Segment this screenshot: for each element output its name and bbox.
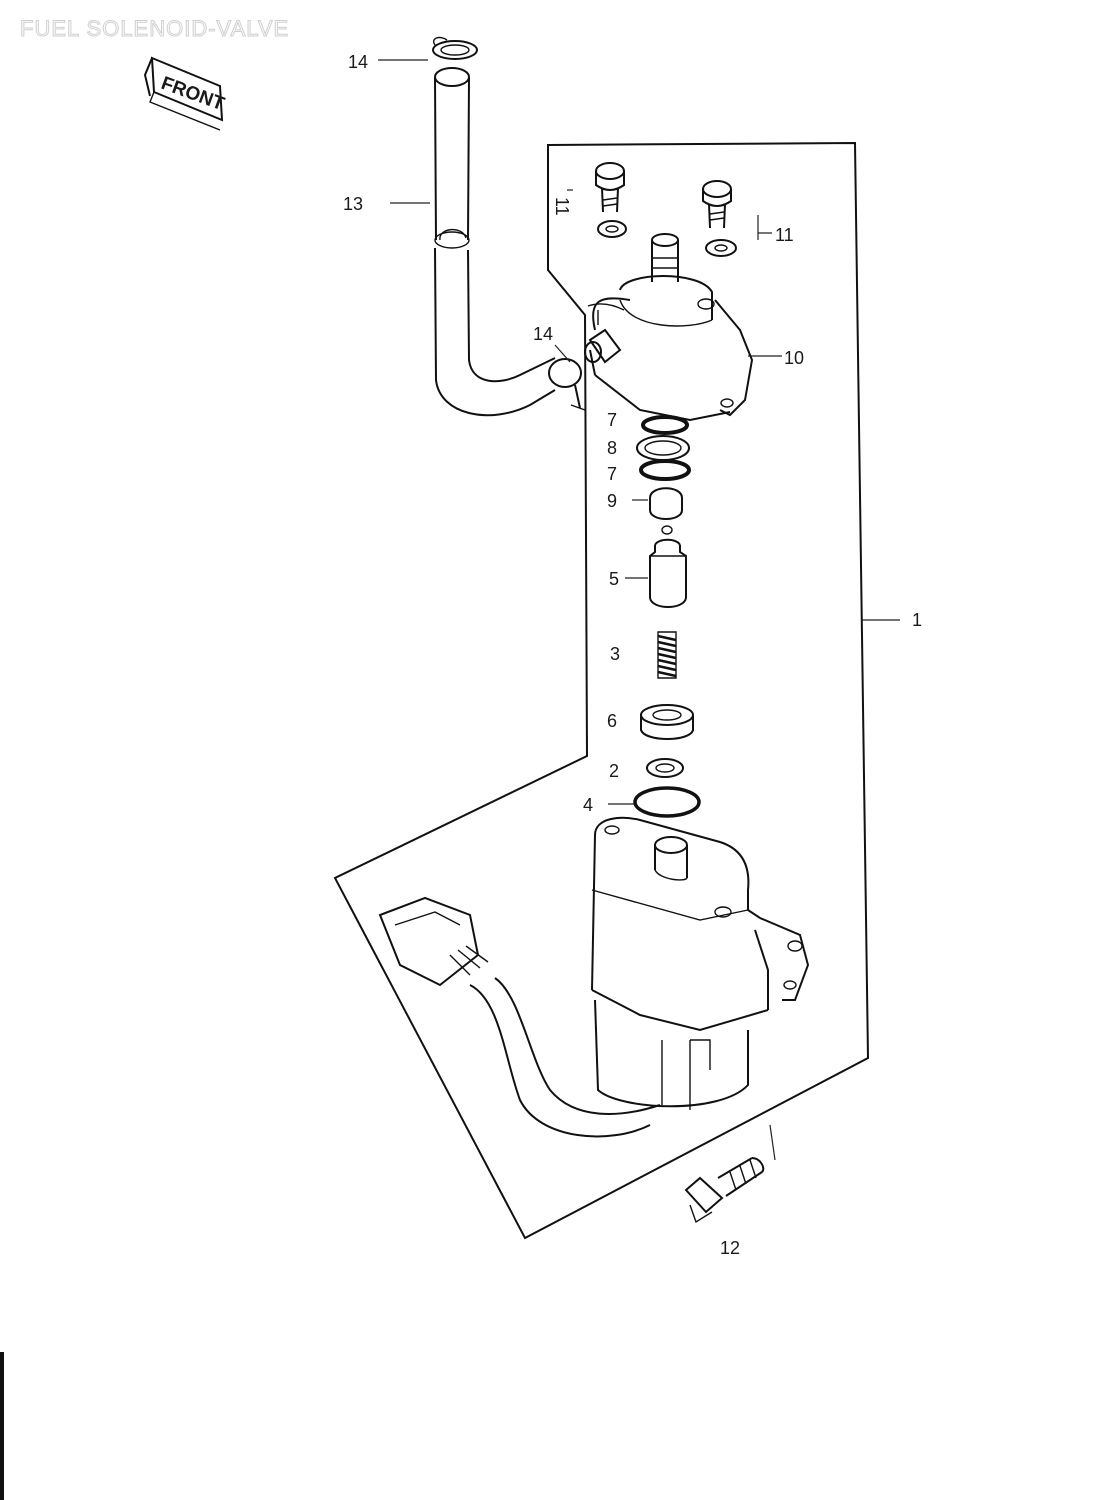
diagram-title: FUEL SOLENOID-VALVE [19,16,290,42]
ring-8 [636,435,690,461]
mounting-bolt [684,1157,765,1224]
assembly-outline [333,141,870,1240]
valve-cover [584,233,754,422]
callout-14-top: 14 [348,52,368,72]
callout-6: 6 [607,711,617,731]
front-direction-badge: FRONT [143,56,227,131]
seat-6 [640,704,694,740]
solenoid-body [591,816,810,1110]
callout-14-mid: 14 [533,324,553,344]
callout-3: 3 [610,644,620,664]
callout-4: 4 [583,795,593,815]
callout-7-upper: 7 [607,410,617,430]
screw-washer-right [702,180,737,257]
callout-1: 1 [912,610,922,630]
callout-11-left: 11 [552,197,572,216]
washer-2 [646,758,684,778]
hose-clamp-lower [548,358,586,411]
plunger-5 [649,525,687,608]
callout-13: 13 [343,194,363,214]
callout-5: 5 [609,569,619,589]
spring-3 [657,631,677,679]
callout-10: 10 [784,348,804,368]
callout-8: 8 [607,438,617,458]
callout-12: 12 [720,1238,740,1258]
callout-11-right: 11 [775,225,794,245]
screw-washer-left [595,162,627,238]
part-9 [649,487,683,520]
page-edge-mark [0,1352,4,1500]
wire-harness [378,896,661,1138]
fuel-hose [432,36,556,417]
o-ring-7-upper [641,415,689,435]
o-ring-7-lower [639,459,691,481]
callout-7-lower: 7 [607,464,617,484]
callout-9: 9 [607,491,617,511]
o-ring-4 [633,786,701,818]
leader-lines [378,59,900,1161]
callout-2: 2 [609,761,619,781]
